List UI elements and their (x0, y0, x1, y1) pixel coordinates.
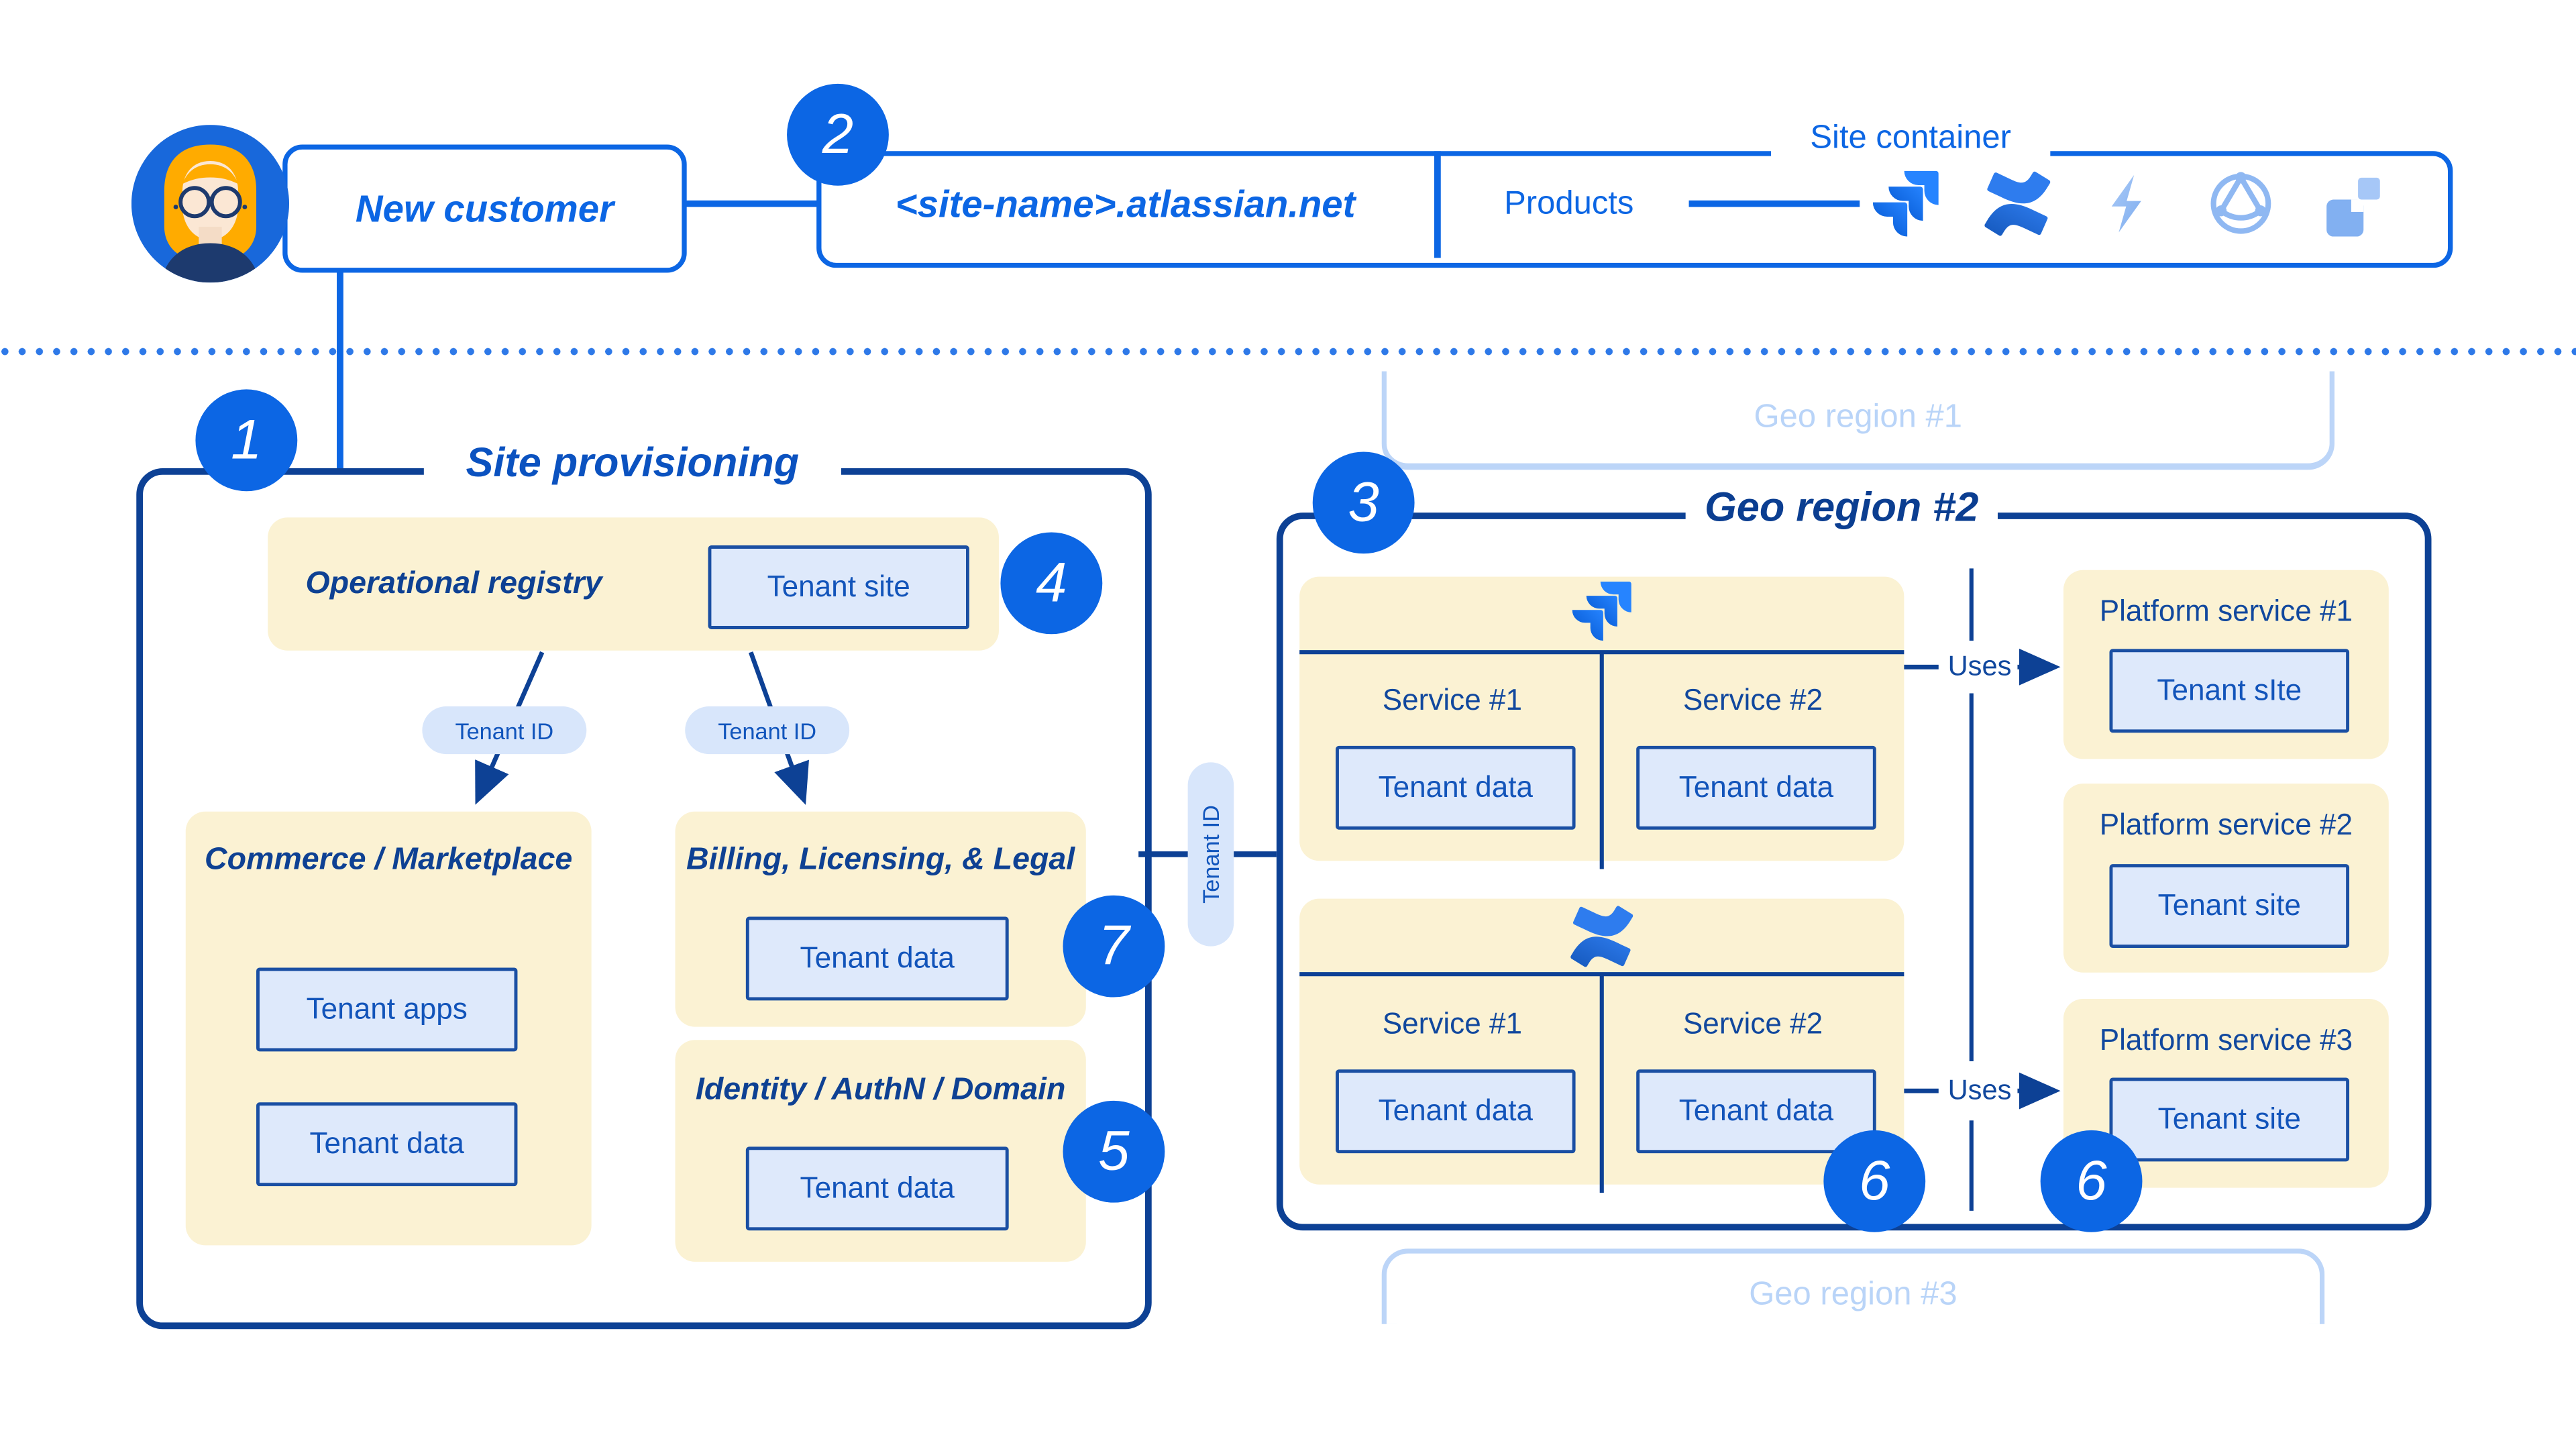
tenant-site-chip-platform-2: Tenant site (2109, 864, 2350, 949)
new-customer-box: New customer (282, 144, 687, 273)
dotted-separator (0, 346, 2576, 357)
tenant-id-pill-left: Tenant ID (422, 706, 587, 755)
tenant-site-chip: Tenant site (708, 545, 969, 629)
geo-region-2-title-mask (1685, 483, 1998, 539)
site-provisioning-title-mask (423, 437, 841, 493)
site-container-label: Site container (1771, 115, 2051, 162)
globe-icon (2208, 171, 2273, 237)
tenant-apps-chip: Tenant apps (256, 967, 518, 1052)
step-badge-1: 1 (195, 389, 298, 492)
tenant-data-chip-conf-s2: Tenant data (1636, 1069, 1876, 1154)
tenant-data-chip-jira-s1: Tenant data (1336, 745, 1576, 830)
confluence-group-icon (1570, 905, 1633, 967)
step-badge-6b: 6 (2040, 1130, 2143, 1232)
operational-registry-title: Operational registry (305, 566, 602, 602)
step-badge-6a: 6 (1823, 1130, 1926, 1232)
site-container-box (816, 151, 2453, 268)
tenant-data-chip-commerce: Tenant data (256, 1102, 518, 1187)
geo-region-3-box: Geo region #3 (1381, 1248, 2325, 1324)
confluence-service1-label: Service #1 (1382, 1006, 1523, 1039)
platform-service-2-title: Platform service #2 (2099, 807, 2353, 841)
squares-icon (2320, 171, 2385, 237)
tenant-site-chip-platform-3: Tenant site (2109, 1077, 2350, 1162)
billing-title: Billing, Licensing, & Legal (686, 843, 1075, 877)
step-badge-3: 3 (1312, 451, 1415, 554)
site-name-cell: <site-name>.atlassian.net (816, 151, 1434, 258)
products-dash (1688, 200, 1860, 207)
step-badge-7: 7 (1063, 895, 1165, 998)
site-provisioning-title: Site provisioning (466, 439, 800, 486)
site-name-label: <site-name>.atlassian.net (895, 182, 1356, 225)
step-badge-5: 5 (1063, 1100, 1165, 1203)
tenant-site-chip-platform-1: Tenant sIte (2109, 649, 2350, 733)
products-label: Products (1504, 184, 1634, 221)
tenant-id-pill-right: Tenant ID (685, 706, 850, 755)
jira-group-icon (1572, 581, 1631, 641)
geo-region-3-title: Geo region #3 (1749, 1276, 1957, 1313)
commerce-title: Commerce / Marketplace (205, 843, 573, 877)
customer-to-provisioning-connector (337, 259, 343, 475)
site-container-divider (1434, 151, 1440, 258)
tenant-data-chip-billing: Tenant data (745, 916, 1009, 1001)
geo-region-1-title: Geo region #1 (1754, 398, 1963, 435)
jira-icon (1872, 170, 1939, 237)
jira-service1-label: Service #1 (1382, 682, 1523, 716)
platform-service-3-title: Platform service #3 (2099, 1022, 2353, 1056)
geo-region-1-box: Geo region #1 (1381, 371, 2335, 470)
avatar (131, 125, 290, 283)
tenant-data-chip-conf-s1: Tenant data (1336, 1069, 1576, 1154)
uses-label-2: Uses (1941, 1069, 2018, 1112)
confluence-icon (1984, 171, 2051, 237)
identity-title: Identity / AuthN / Domain (695, 1073, 1066, 1108)
tenant-data-chip-identity: Tenant data (745, 1146, 1009, 1231)
customer-avatar-icon (131, 125, 290, 283)
confluence-service2-label: Service #2 (1682, 1006, 1823, 1039)
new-customer-label: New customer (355, 186, 614, 229)
uses-label-1: Uses (1941, 645, 2018, 689)
tenant-id-pill-vertical: Tenant ID (1187, 762, 1234, 947)
step-badge-4: 4 (1000, 532, 1103, 635)
jira-service2-label: Service #2 (1682, 682, 1823, 716)
lightning-icon (2096, 171, 2162, 237)
tenant-data-chip-jira-s2: Tenant data (1636, 745, 1876, 830)
platform-service-1-title: Platform service #1 (2099, 594, 2353, 627)
step-badge-2: 2 (787, 83, 889, 186)
geo-region-2-title: Geo region #2 (1705, 484, 1979, 530)
new-customer-connector (672, 200, 823, 207)
